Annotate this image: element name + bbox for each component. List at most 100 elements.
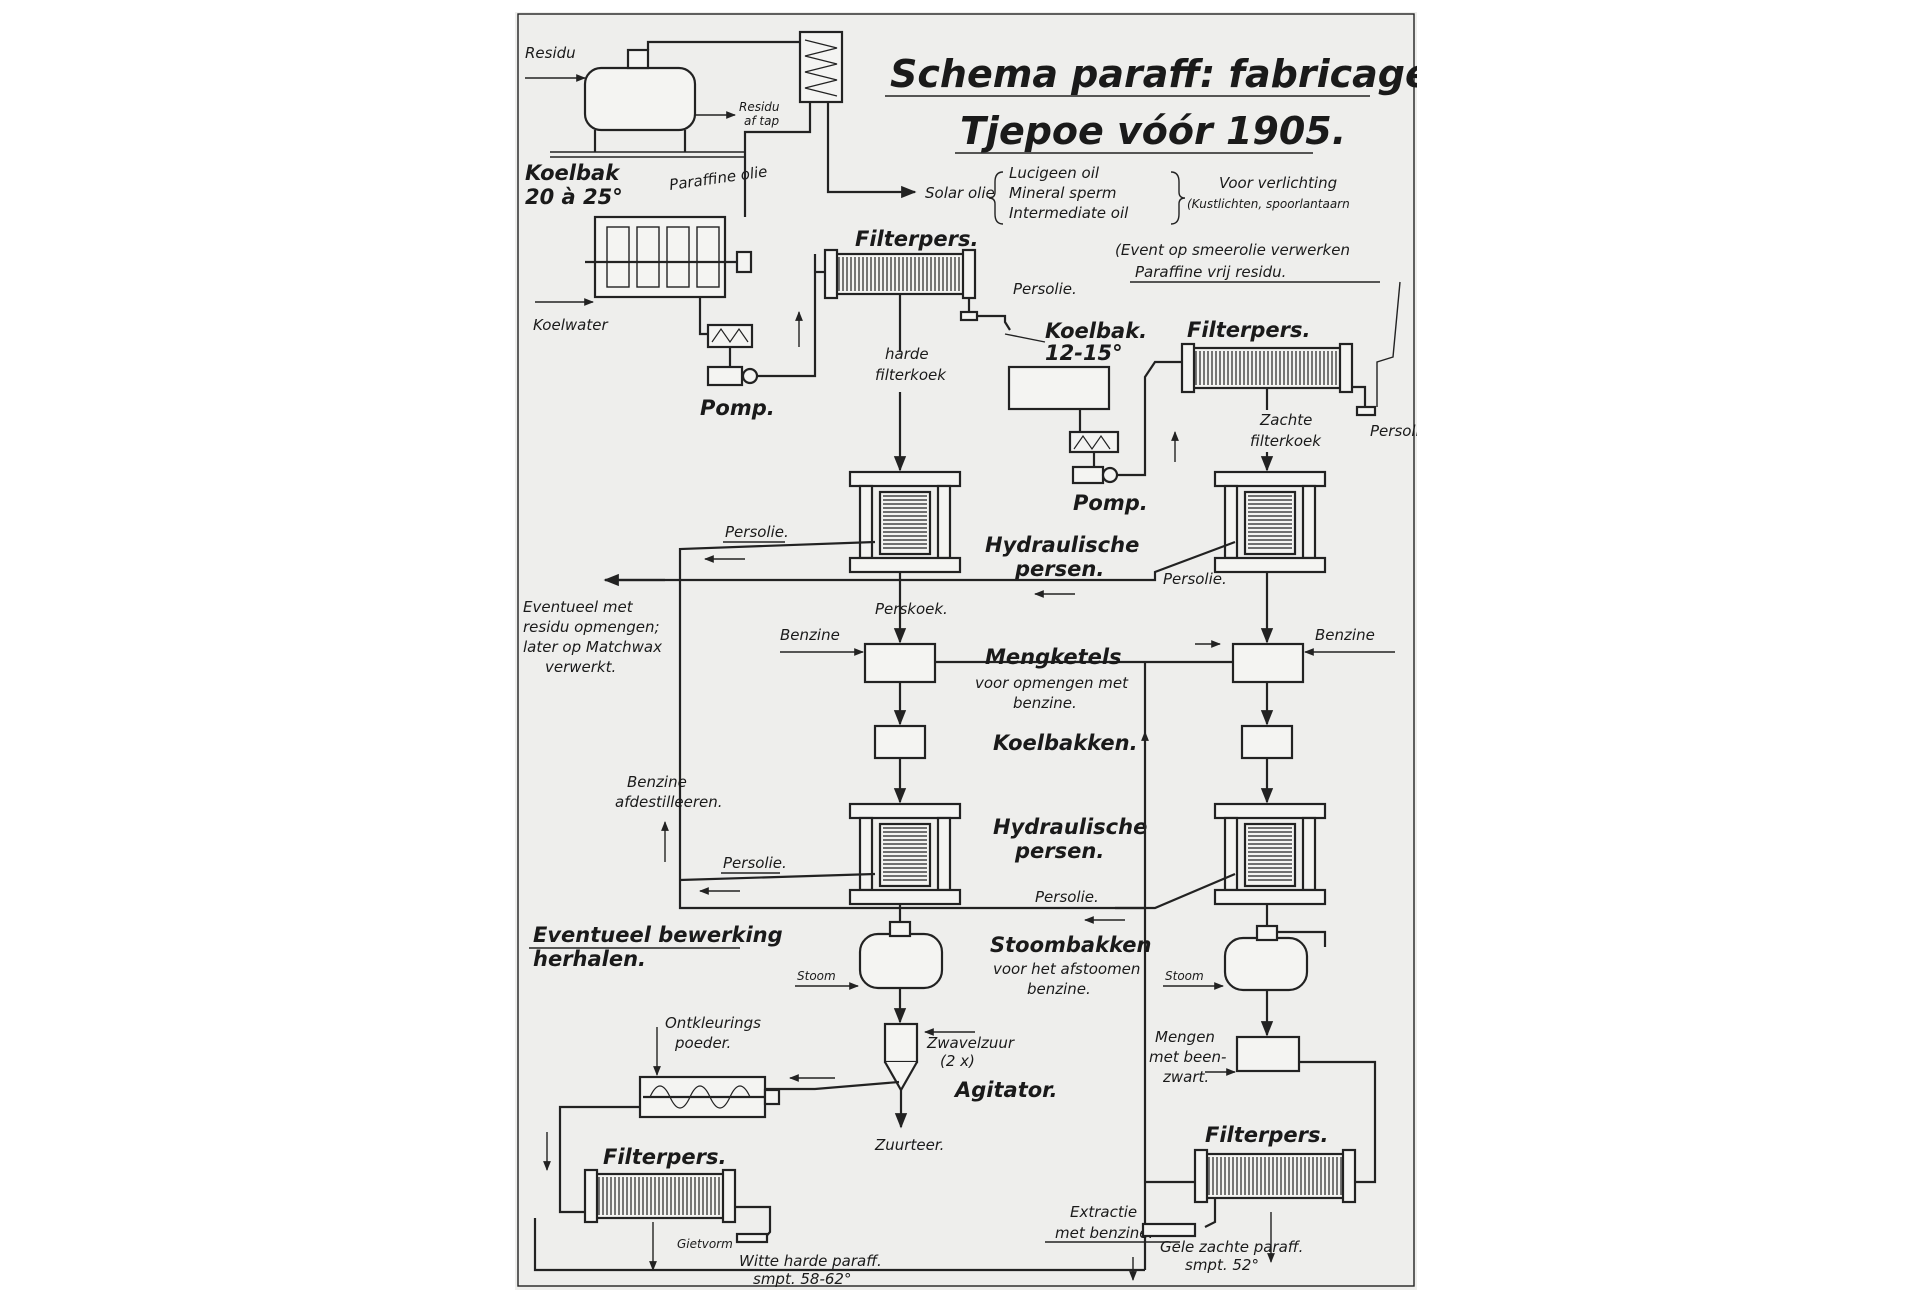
- pipe-paraffine-olie: [743, 102, 812, 162]
- label-hydraulische-1: Hydraulische: [985, 533, 1139, 557]
- label-filterpers-2: Filterpers.: [1187, 318, 1311, 342]
- hydraulische-pers-1: [848, 470, 962, 574]
- label-mengen-1: Mengen: [1155, 1028, 1215, 1046]
- label-stoombakken-sub2: benzine.: [1027, 980, 1091, 998]
- label-harde-filterkoek-1: harde: [885, 345, 929, 363]
- label-zachte-filterkoek-2: filterkoek: [1250, 432, 1322, 450]
- label-residu-in: Residu: [525, 44, 576, 62]
- label-zuurteer: Zuurteer.: [874, 1136, 944, 1154]
- label-perskoek: Perskoek.: [875, 600, 948, 618]
- label-persolie-4: Persolie.: [1163, 570, 1227, 588]
- label-voor-verlichting: Voor verlichting: [1219, 174, 1337, 192]
- label-persolie-5: Persolie.: [723, 854, 787, 872]
- residu-still: [550, 48, 745, 158]
- filterpers-4: [1193, 1148, 1357, 1204]
- hydraulische-pers-r2: [1213, 802, 1327, 906]
- filterpers-3: [583, 1168, 737, 1224]
- koelbak-cooling-tank-top: [585, 215, 753, 299]
- pipe-persolie-loop: [678, 662, 1147, 910]
- label-filterpers-3: Filterpers.: [603, 1145, 727, 1169]
- label-stoombakken: Stoombakken: [990, 933, 1151, 957]
- label-eventueel-bewerking-2: herhalen.: [533, 947, 646, 971]
- agitator: [883, 1022, 919, 1093]
- label-gietvorm: Gietvorm: [677, 1237, 733, 1251]
- pipe-persolie-koelbak: [977, 314, 1011, 331]
- label-persolie-1: Persolie.: [1013, 280, 1077, 298]
- label-eventueel-bewerking-1: Eventueel bewerking: [533, 923, 783, 947]
- label-witte-1: Witte harde paraff.: [739, 1252, 882, 1270]
- label-benzine-left: Benzine: [780, 626, 840, 644]
- gietvorm-tray: [735, 1232, 769, 1244]
- label-paraffine-olie: Paraffine olie: [668, 162, 768, 194]
- pipe-persolie-left-vertical: [678, 540, 876, 902]
- label-pomp-2: Pomp.: [1073, 491, 1148, 515]
- hydraulische-pers-2: [848, 802, 962, 906]
- pipe-mixer-fp3: [558, 1105, 640, 1214]
- brace-right: [1170, 171, 1186, 225]
- label-extractie-1: Extractie: [1070, 1203, 1137, 1221]
- stoombak-right: [1223, 924, 1327, 992]
- label-stoombakken-sub1: voor het afstoomen: [993, 960, 1140, 978]
- label-koelbak-mid-temp: 12-15°: [1045, 341, 1123, 365]
- label-benzine-afd-1: Benzine: [627, 773, 687, 791]
- pipe-paraffine-vrij: [1376, 281, 1401, 407]
- label-gele-1: Gele zachte paraff.: [1160, 1238, 1303, 1256]
- label-koelbak-top: Koelbak: [525, 161, 621, 185]
- label-agitator: Agitator.: [953, 1078, 1058, 1102]
- pipe-koelbak-pomp: [698, 297, 708, 336]
- label-eventueel-1: Eventueel met: [523, 598, 634, 616]
- label-mengketels-sub1: voor opmengen met: [975, 674, 1129, 692]
- filterpers-2: [1180, 342, 1354, 394]
- sheet-border: [517, 13, 1415, 1287]
- label-ontkleurings-2: poeder.: [674, 1034, 731, 1052]
- label-zachte-filterkoek-1: Zachte: [1259, 411, 1312, 429]
- label-persen-2: persen.: [1014, 839, 1104, 863]
- label-eventueel-2: residu opmengen;: [523, 618, 660, 636]
- label-persolie-2: Persolie: [1370, 422, 1417, 440]
- mengketel-right: [1231, 642, 1305, 684]
- koelbak-left-small: [873, 724, 927, 760]
- koelbak-mid-tank: [1007, 365, 1111, 411]
- label-mengketels-sub2: benzine.: [1013, 694, 1077, 712]
- pipe-pomp-to-filterpers: [757, 254, 817, 378]
- pomp-1: [706, 323, 759, 387]
- label-persolie-3: Persolie.: [725, 523, 789, 541]
- label-benzine-afd-2: afdestilleeren.: [615, 793, 723, 811]
- label-pomp-1: Pomp.: [700, 396, 775, 420]
- label-benzine-right: Benzine: [1315, 626, 1375, 644]
- label-kustlichten: (Kustlichten, spoorlantaarn: [1187, 197, 1350, 211]
- label-eventueel-3: later op Matchwax: [523, 638, 662, 656]
- label-extractie-2: met benzine.: [1055, 1224, 1153, 1242]
- stoombak-left: [858, 920, 944, 990]
- label-stoom-left: Stoom: [797, 969, 836, 983]
- label-gele-2: smpt. 52°: [1185, 1256, 1259, 1274]
- label-koelbak-top-temp: 20 à 25°: [525, 185, 623, 209]
- label-mengketels: Mengketels: [985, 645, 1122, 669]
- pipe-persolie-r2: [1145, 872, 1236, 910]
- label-zwavelzuur-1: Zwavelzuur: [926, 1034, 1015, 1052]
- label-residu-aftap: af tap: [744, 114, 779, 128]
- pipe-fp2-persolie: [1352, 385, 1367, 407]
- diagram-title-line2: Tjepoe vóór 1905.: [960, 109, 1346, 153]
- label-hydraulische-2: Hydraulische: [993, 815, 1147, 839]
- label-persen-1: persen.: [1014, 557, 1104, 581]
- mixer-screw: [638, 1075, 781, 1119]
- pipe-persolie-5: [679, 872, 876, 882]
- pointer-koelbak-mid: [1004, 333, 1046, 343]
- label-residu-afvoer: Residu: [739, 100, 780, 114]
- hydraulische-pers-r1: [1213, 470, 1327, 574]
- label-koelwater: Koelwater: [533, 316, 608, 334]
- pipe-bottom-loop: [533, 1218, 1145, 1272]
- label-koelbakken: Koelbakken.: [993, 731, 1138, 755]
- persolie-tray-1: [959, 310, 979, 322]
- koelbak-right-small: [1240, 724, 1294, 760]
- label-mengen-2: met been-: [1149, 1048, 1226, 1066]
- mengketel-left: [863, 642, 937, 684]
- label-eventueel-4: verwerkt.: [545, 658, 616, 676]
- pipe-agitator-mixer: [765, 1080, 900, 1091]
- pipe-pomp2-fp2: [1117, 360, 1187, 477]
- process-flow-diagram: Schema paraff: fabricage Tjepoe vóór 190…: [517, 13, 1417, 1288]
- label-event-smeerolie: (Event op smeerolie verwerken: [1115, 241, 1350, 259]
- label-stoom-right: Stoom: [1165, 969, 1204, 983]
- label-witte-2: smpt. 58-62°: [753, 1270, 851, 1288]
